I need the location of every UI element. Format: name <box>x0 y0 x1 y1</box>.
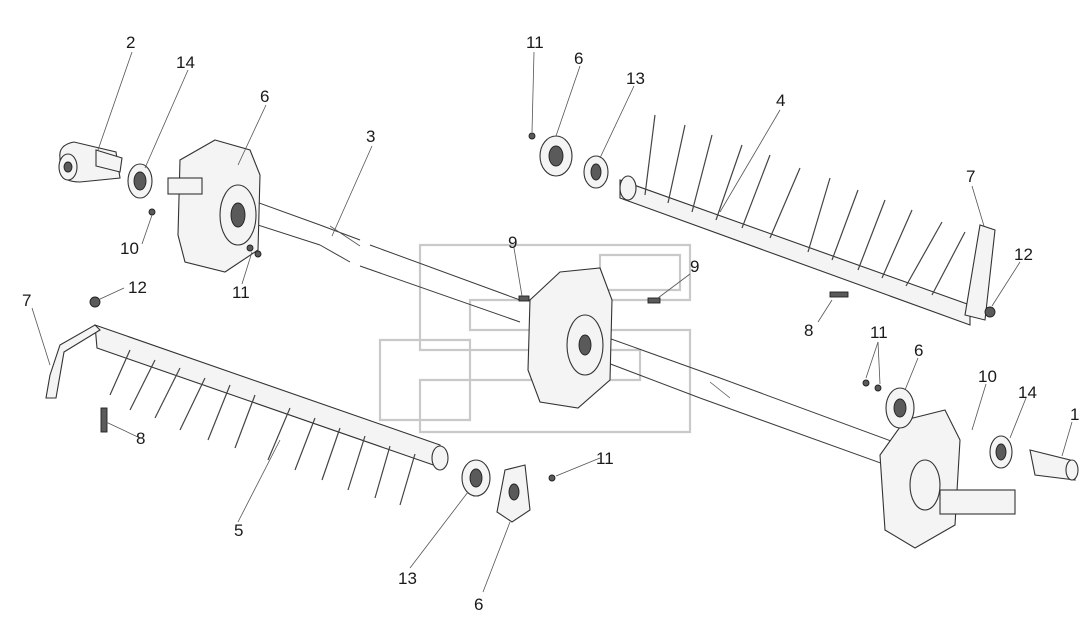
callout-14-left: 14 <box>176 53 195 72</box>
lower-flange <box>496 464 556 523</box>
left-end-stub <box>58 141 123 183</box>
callout-3: 3 <box>366 127 375 146</box>
callout-10-left: 10 <box>120 239 139 258</box>
right-flange <box>862 379 915 429</box>
callout-14-right: 14 <box>1018 383 1037 402</box>
callout-4: 4 <box>776 91 785 110</box>
callout-2: 2 <box>126 33 135 52</box>
callout-9-left: 9 <box>508 233 517 252</box>
upper-bearing <box>583 155 609 189</box>
callout-11-right: 11 <box>870 323 888 342</box>
callout-11-top: 11 <box>526 33 544 52</box>
callout-8-right: 8 <box>804 321 813 340</box>
right-end-stub <box>1029 449 1079 481</box>
callout-13-top: 13 <box>626 69 645 88</box>
upper-right-tine-bar <box>619 114 996 326</box>
callout-10-right: 10 <box>978 367 997 386</box>
callout-11-left: 11 <box>232 283 250 302</box>
callout-8-left: 8 <box>136 429 145 448</box>
right-bearing <box>989 435 1013 469</box>
callout-labels: 1 2 3 4 5 6 6 6 6 7 7 8 8 9 9 10 10 11 1… <box>22 33 1079 614</box>
callout-7-left: 7 <box>22 291 31 310</box>
left-bearing <box>127 163 153 199</box>
centre-disc <box>518 267 661 409</box>
callout-7-right: 7 <box>966 167 975 186</box>
callout-6-top: 6 <box>574 49 583 68</box>
left-flange-disc <box>148 139 262 273</box>
callout-9-right: 9 <box>690 257 699 276</box>
right-flange-disc <box>879 409 1016 549</box>
lower-bearing <box>461 459 491 497</box>
lower-left-tine-bar <box>45 296 449 506</box>
callout-12-right: 12 <box>1014 245 1033 264</box>
leader-lines <box>31 51 1073 593</box>
callout-12-left: 12 <box>128 278 147 297</box>
callout-6-left: 6 <box>260 87 269 106</box>
callout-1: 1 <box>1070 405 1079 424</box>
upper-flange <box>528 132 573 177</box>
callout-6-right: 6 <box>914 341 923 360</box>
callout-11-bottom: 11 <box>596 449 614 468</box>
callout-6-bottom: 6 <box>474 595 483 614</box>
callout-5: 5 <box>234 521 243 540</box>
callout-13-bottom: 13 <box>398 569 417 588</box>
